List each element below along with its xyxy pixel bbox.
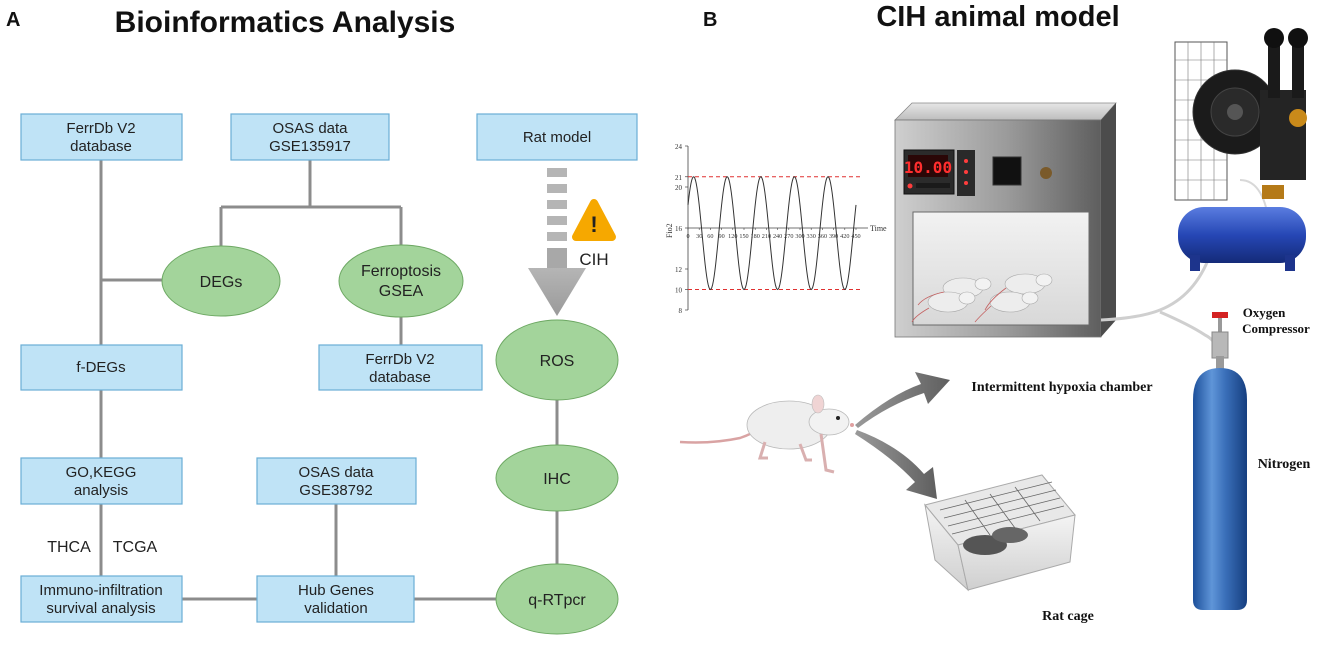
svg-text:database: database [369, 369, 431, 386]
svg-text:Hub Genes: Hub Genes [298, 582, 374, 599]
svg-text:FerrDb V2: FerrDb V2 [66, 120, 135, 137]
compressor-label: Compressor [1242, 321, 1310, 336]
svg-text:q-RTpcr: q-RTpcr [528, 592, 586, 609]
ellipse-ros: ROS [495, 319, 619, 401]
svg-text:database: database [70, 138, 132, 155]
x-tick-label: 0 [686, 233, 689, 240]
warning-symbol: ! [590, 212, 597, 237]
svg-text:GSE38792: GSE38792 [299, 482, 372, 499]
x-tick-label: 420 [840, 233, 849, 240]
box-immuno: Immuno-infiltration survival analysis [20, 575, 183, 623]
panel-a: A Bioinformatics Analysis [6, 6, 638, 635]
x-tick-label: 30 [696, 233, 702, 240]
series-line-fio2 [687, 176, 857, 291]
y-tick-label: 21 [675, 174, 683, 182]
svg-text:IHC: IHC [543, 471, 571, 488]
connector-lines [99, 160, 559, 601]
y-tick-label: 20 [675, 184, 683, 192]
x-tick-label: 120 [728, 233, 737, 240]
svg-text:GO,KEGG: GO,KEGG [66, 464, 137, 481]
nitrogen-label: Nitrogen [1258, 457, 1311, 472]
x-tick-label: 450 [851, 233, 860, 240]
panel-a-letter: A [6, 9, 20, 31]
curved-arrow-icon [855, 372, 950, 428]
svg-text:GSE135917: GSE135917 [269, 138, 351, 155]
ellipse-ihc: IHC [495, 444, 619, 512]
svg-text:OSAS data: OSAS data [272, 120, 348, 137]
y-tick-label: 8 [679, 307, 683, 315]
svg-text:survival analysis: survival analysis [46, 600, 155, 617]
oxygen-label: Oxygen [1243, 305, 1286, 320]
ellipse-ferroptosis: Ferroptosis GSEA [338, 244, 464, 318]
svg-text:OSAS data: OSAS data [298, 464, 374, 481]
nitrogen-cylinder-icon [1193, 312, 1247, 610]
x-tick-label: 240 [773, 233, 782, 240]
box-fdegs: f-DEGs [20, 344, 183, 391]
x-tick-label: 300 [795, 233, 804, 240]
x-tick-label: 210 [762, 233, 771, 240]
cih-label: CIH [579, 250, 608, 269]
x-tick-label: 60 [707, 233, 713, 240]
x-tick-label: 180 [751, 233, 760, 240]
warning-icon: ! [572, 199, 616, 241]
box-ferrdb-top: FerrDb V2 database [20, 113, 183, 161]
svg-text:GSEA: GSEA [379, 283, 424, 300]
chamber-rats [911, 273, 1053, 323]
svg-text:Immuno-infiltration: Immuno-infiltration [39, 582, 162, 599]
box-go-kegg: GO,KEGG analysis [20, 457, 183, 505]
x-tick-label: 150 [739, 233, 748, 240]
chamber-icon: 10.00 [894, 102, 1117, 338]
svg-text:Rat model: Rat model [523, 129, 591, 146]
rat-cage-label: Rat cage [1042, 609, 1094, 624]
panel-b-title: CIH animal model [876, 1, 1119, 33]
y-tick-label: 12 [675, 266, 683, 274]
x-tick-label: 330 [807, 233, 816, 240]
ellipse-degs: DEGs [161, 245, 281, 317]
chamber-display: 10.00 [904, 158, 952, 177]
rat-cage-icon [924, 474, 1076, 592]
tubing-nitrogen [1159, 310, 1220, 351]
x-tick-label: 390 [829, 233, 838, 240]
compressor-icon [1174, 28, 1308, 271]
tcga-label: TCGA [113, 539, 158, 556]
y-tick-label: 10 [675, 287, 683, 295]
x-tick-label: 90 [719, 233, 725, 240]
svg-text:analysis: analysis [74, 482, 128, 499]
box-osas-top: OSAS data GSE135917 [230, 113, 390, 161]
y-tick-label: 24 [675, 143, 683, 151]
svg-text:ROS: ROS [540, 353, 575, 370]
y-axis-label: Fio2 [665, 223, 674, 238]
x-tick-label: 360 [818, 233, 827, 240]
svg-text:f-DEGs: f-DEGs [76, 359, 125, 376]
y-tick-label: 16 [675, 225, 683, 233]
box-rat-model: Rat model [476, 113, 638, 161]
rat-model-down-arrow [528, 168, 586, 316]
panel-b-letter: B [703, 9, 717, 31]
panel-a-title: Bioinformatics Analysis [115, 6, 456, 39]
box-osas-bottom: OSAS data GSE38792 [256, 457, 417, 505]
x-tick-label: 270 [784, 233, 793, 240]
chamber-label: Intermittent hypoxia chamber [971, 380, 1152, 395]
tubing [1100, 254, 1212, 322]
box-hub-genes: Hub Genes validation [256, 575, 415, 623]
panel-b: B CIH animal model 8 10 12 16 20 21 24 0 30 60 90… [665, 1, 1311, 624]
svg-text:FerrDb V2: FerrDb V2 [365, 351, 434, 368]
box-ferrdb-bottom: FerrDb V2 database [318, 344, 483, 391]
ellipse-qrtpcr: q-RTpcr [495, 563, 619, 635]
svg-text:Ferroptosis: Ferroptosis [361, 263, 441, 280]
svg-text:validation: validation [304, 600, 367, 617]
curved-arrow-down [855, 430, 937, 499]
x-axis-label: Time [870, 224, 887, 233]
thca-label: THCA [47, 539, 91, 556]
svg-text:DEGs: DEGs [200, 274, 243, 291]
rat-icon [679, 394, 854, 474]
